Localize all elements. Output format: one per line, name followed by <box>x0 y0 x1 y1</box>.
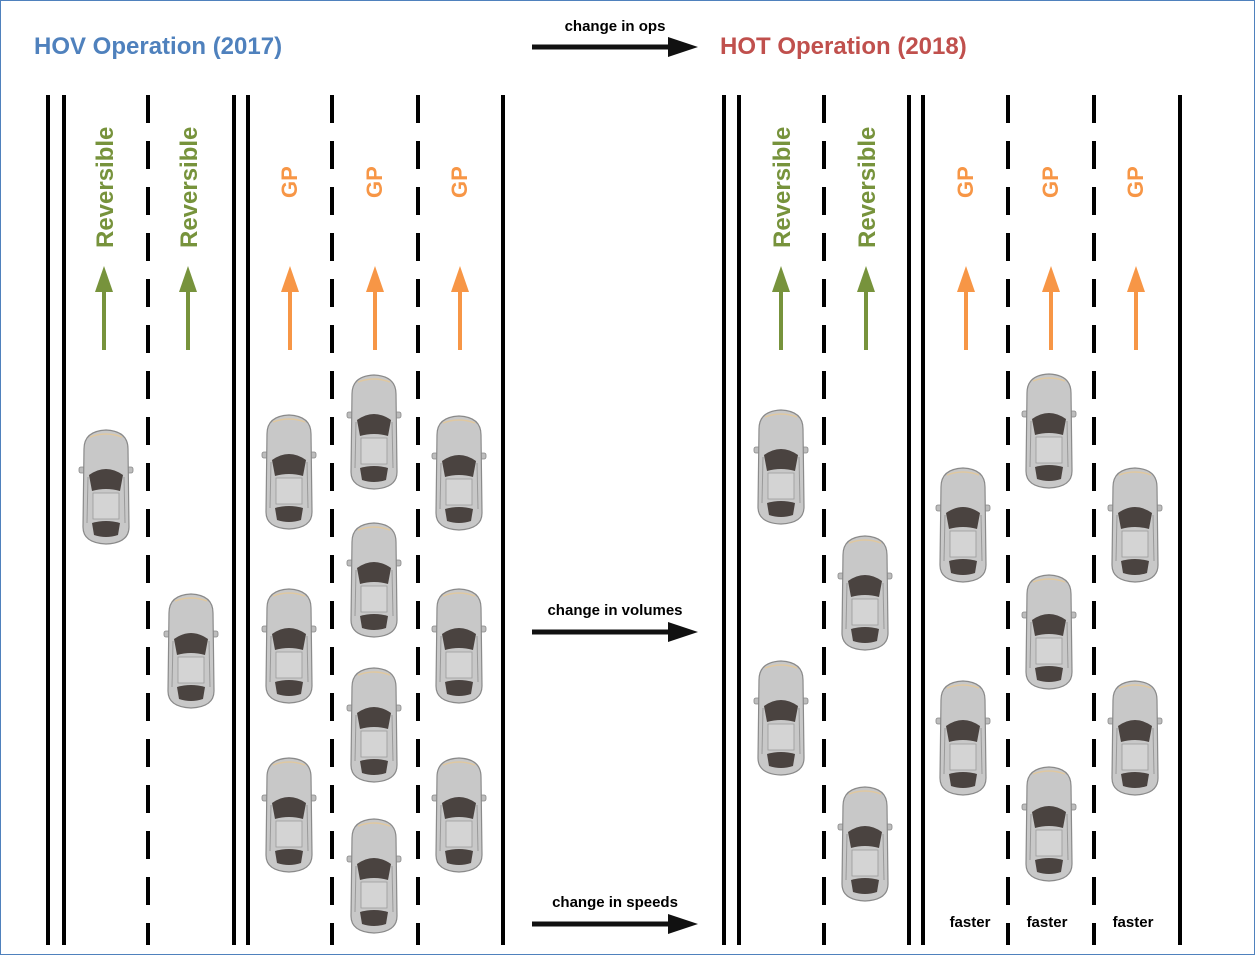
car-icon <box>1107 467 1163 583</box>
car-icon <box>1107 680 1163 796</box>
car-icon <box>346 374 402 490</box>
car-icon <box>837 535 893 651</box>
car-icon <box>1021 766 1077 882</box>
faster-label-lane4: faster <box>1026 914 1068 931</box>
car-icon <box>78 429 134 545</box>
car-icon <box>753 409 809 525</box>
car-icon <box>1021 373 1077 489</box>
hov-lane3-label: GP <box>277 166 302 198</box>
car-icon <box>346 522 402 638</box>
car-icon <box>346 667 402 783</box>
car-icon <box>935 680 991 796</box>
change-arrows <box>532 37 698 934</box>
hov-lane1-label: Reversible <box>92 127 119 248</box>
car-icon <box>431 588 487 704</box>
hov-lane4-label: GP <box>362 166 387 198</box>
hov-direction-arrows <box>95 266 469 350</box>
car-icon <box>837 786 893 902</box>
hov-cars <box>78 374 487 934</box>
car-icon <box>163 593 219 709</box>
car-icon <box>261 588 317 704</box>
car-icon <box>261 414 317 530</box>
car-icon <box>431 757 487 873</box>
car-icon <box>1021 574 1077 690</box>
hot-cars <box>753 373 1163 902</box>
faster-label-lane3: faster <box>949 914 991 931</box>
hot-lane1-label: Reversible <box>769 127 796 248</box>
hot-lane3-label: GP <box>953 166 978 198</box>
hot-road <box>722 95 1182 945</box>
faster-label-lane5: faster <box>1112 914 1154 931</box>
hov-lane5-label: GP <box>447 166 472 198</box>
car-icon <box>753 660 809 776</box>
hov-road <box>46 95 505 945</box>
hov-lane2-label: Reversible <box>176 127 203 248</box>
car-icon <box>935 467 991 583</box>
hot-direction-arrows <box>772 266 1145 350</box>
change-in-speeds-label: change in speeds <box>552 894 678 911</box>
hot-lane5-label: GP <box>1123 166 1148 198</box>
change-in-ops-label: change in ops <box>564 18 666 35</box>
change-in-volumes-label: change in volumes <box>547 602 683 619</box>
car-icon <box>431 415 487 531</box>
hov-title: HOV Operation (2017) <box>34 33 283 60</box>
hot-lane2-label: Reversible <box>854 127 881 248</box>
hot-title: HOT Operation (2018) <box>720 33 967 60</box>
car-icon <box>346 818 402 934</box>
hot-lane4-label: GP <box>1038 166 1063 198</box>
car-icon <box>261 757 317 873</box>
